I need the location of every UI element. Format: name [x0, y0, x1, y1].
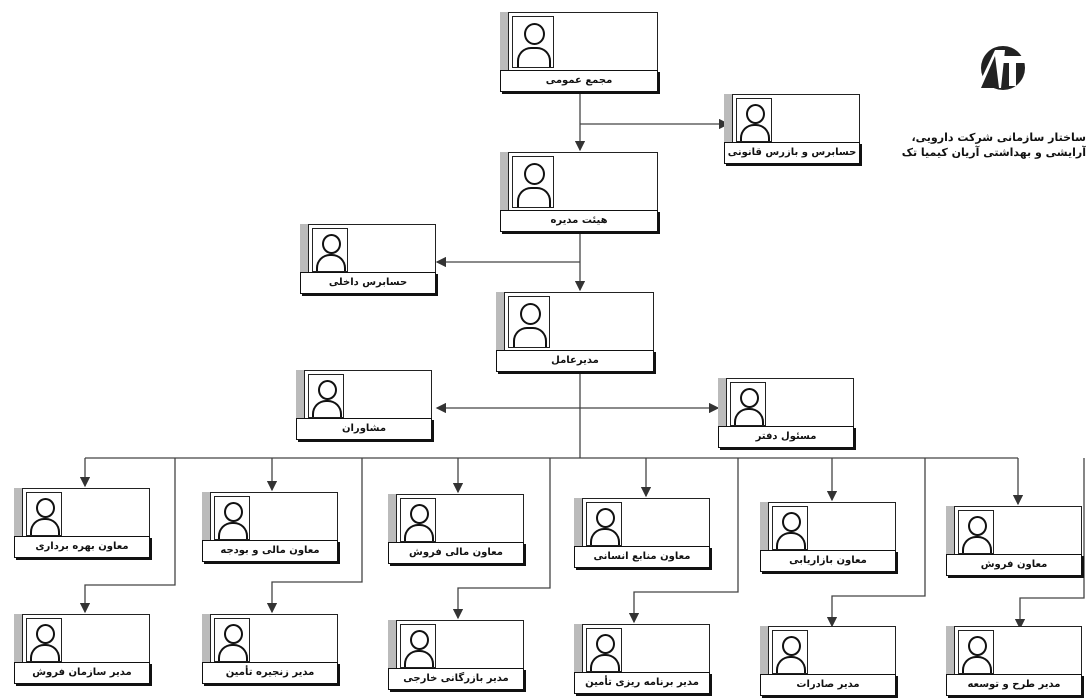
node-internal-auditor: حسابرس داخلی [300, 224, 438, 296]
node-mgr-supply-planning: مدیر برنامه ریزی تأمین [574, 624, 712, 696]
person-icon [308, 374, 344, 418]
person-icon [512, 156, 554, 208]
node-vp-finance-sales: معاون مالی فروش [388, 494, 526, 566]
node-auditor: حسابرس و بازرس قانونی [724, 94, 862, 166]
node-ceo: مدیرعامل [496, 292, 656, 374]
node-vp-operation: معاون بهره برداری [14, 488, 152, 560]
node-vp-finance-budget: معاون مالی و بودجه [202, 492, 340, 564]
person-icon [312, 228, 348, 272]
title-block: ساختار سازمانی شرکت دارویی، آرایشی و بهد… [895, 42, 1086, 159]
person-icon [586, 628, 622, 672]
node-vp-sales: معاون فروش [946, 506, 1084, 578]
person-icon [772, 630, 808, 674]
node-general-assembly: مجمع عمومی [500, 12, 660, 94]
person-icon [512, 16, 554, 68]
person-icon [736, 98, 772, 142]
person-icon [400, 498, 436, 542]
person-icon [508, 296, 550, 348]
node-advisors: مشاوران [296, 370, 434, 442]
person-icon [958, 630, 994, 674]
node-mgr-development: مدیر طرح و توسعه [946, 626, 1084, 698]
person-icon [400, 624, 436, 668]
person-icon [772, 506, 808, 550]
person-icon [26, 618, 62, 662]
node-mgr-foreign-trade: مدیر بازرگانی خارجی [388, 620, 526, 692]
node-office-manager: مسئول دفتر [718, 378, 856, 450]
person-icon [730, 382, 766, 426]
node-mgr-supply-chain: مدیر زنجیره تأمین [202, 614, 340, 686]
person-icon [26, 492, 62, 536]
node-vp-marketing: معاون بازاریابی [760, 502, 898, 574]
node-mgr-sales-org: مدیر سازمان فروش [14, 614, 152, 686]
company-logo [971, 46, 1029, 97]
node-mgr-exports: مدیر صادرات [760, 626, 898, 698]
person-icon [214, 618, 250, 662]
person-icon [958, 510, 994, 554]
node-vp-hr: معاون منابع انسانی [574, 498, 712, 570]
person-icon [214, 496, 250, 540]
title-line-2: آرایشی و بهداشتی آریان کیمیا تک [901, 146, 1086, 159]
title-line-1: ساختار سازمانی شرکت دارویی، [911, 131, 1086, 144]
person-icon [586, 502, 622, 546]
node-board: هیئت مدیره [500, 152, 660, 234]
